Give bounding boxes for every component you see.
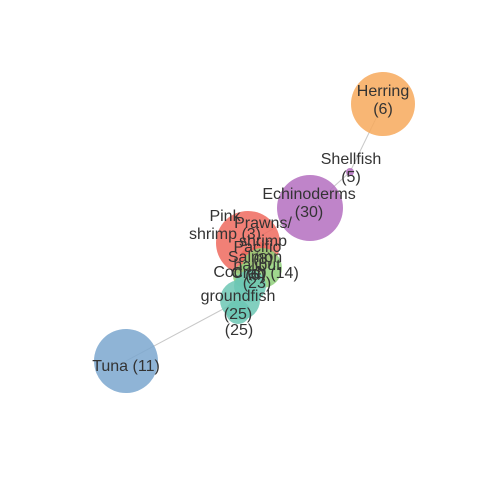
node-label-line: (8)	[253, 251, 273, 268]
node-label-line: shrimp (3)	[189, 226, 261, 243]
node-label-line: Pink	[209, 208, 241, 225]
node-label-line: (25)	[224, 306, 252, 323]
node-label-shellfish: Shellfish(5)	[321, 151, 381, 186]
node-label-line: Cod (4)	[213, 264, 266, 281]
node-label-tuna: Tuna (11)	[92, 358, 160, 375]
node-label-line: Tuna (11)	[92, 358, 160, 375]
node-label-prawns-shrimp: Prawns/shrimp(8)	[234, 215, 292, 268]
node-label-line: Prawns/	[234, 215, 292, 232]
node-label-line: (23)	[243, 275, 271, 292]
node-label-line: Crab (14)	[231, 265, 299, 282]
node-label-line: (30)	[295, 204, 323, 221]
node-label-line: groundfish	[201, 288, 276, 305]
node-label-line: (25)	[225, 322, 253, 339]
node-label-herring: Herring(6)	[357, 83, 409, 118]
node-label-line: shrimp	[239, 233, 287, 250]
node-herring[interactable]	[351, 72, 415, 136]
labels-layer: Herring(6)Shellfish(5)Echinoderms(30)Pin…	[92, 83, 409, 375]
node-label-line: (5)	[341, 169, 361, 186]
node-echinoderms[interactable]	[277, 175, 343, 241]
node-label-dredge: (25)	[225, 322, 253, 339]
nodes-layer	[94, 72, 415, 393]
node-label-groundfish: groundfish(25)	[201, 288, 276, 323]
node-label-line: Herring	[357, 83, 409, 100]
node-dredge[interactable]	[226, 300, 250, 324]
node-label-crab: Crab (14)	[231, 265, 299, 282]
node-label-cod: Cod (4)	[213, 264, 266, 281]
node-label-line: Salmon	[228, 249, 282, 266]
node-shellfish[interactable]	[346, 168, 354, 176]
node-label-line: Echinoderms	[262, 186, 355, 203]
node-label-line: (6)	[245, 267, 265, 284]
node-label-salmon: Salmon(6)	[228, 249, 282, 284]
node-tuna[interactable]	[94, 329, 158, 393]
node-label-line: (6)	[373, 101, 393, 118]
node-label-echinoderms: Echinoderms(30)	[262, 186, 355, 221]
node-label-line: Shellfish	[321, 151, 381, 168]
node-label-line: halibut	[233, 257, 281, 274]
node-label-line: Pacific	[233, 239, 280, 256]
